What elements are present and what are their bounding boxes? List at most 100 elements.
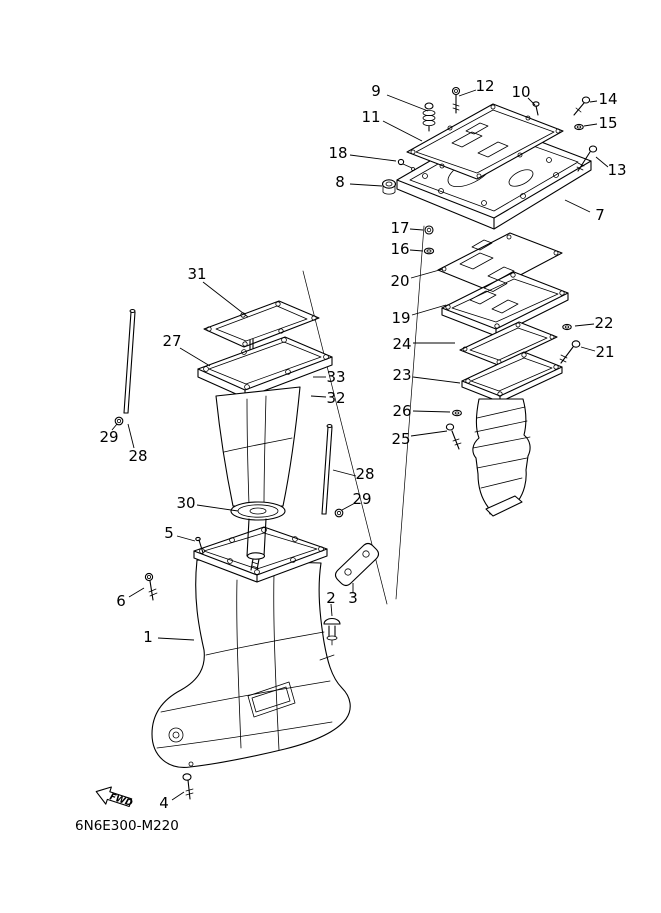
callout-16: 16 [390, 240, 409, 258]
leader-line-17 [409, 228, 424, 231]
fwd-arrow: FWD [95, 786, 134, 809]
fwd-label: FWD [108, 792, 134, 809]
callout-6: 6 [116, 592, 126, 610]
part-seal-30 [230, 501, 286, 521]
part-pin-5 [195, 536, 204, 554]
leader-line-1 [157, 637, 195, 641]
callout-26: 26 [392, 402, 411, 420]
callout-1: 1 [143, 628, 153, 646]
leader-line-28 [332, 469, 357, 477]
leader-line-31 [202, 281, 249, 318]
part-gasket-24 [459, 321, 558, 366]
part-bolt-21 [559, 340, 581, 364]
callout-28: 28 [355, 465, 374, 483]
callout-5: 5 [164, 524, 174, 542]
part-washer-29-right [334, 508, 344, 518]
callout-28: 28 [128, 447, 147, 465]
leader-line-15 [583, 123, 598, 127]
leader-line-21 [580, 346, 596, 352]
leader-line-11 [382, 120, 423, 142]
part-plug-2 [323, 618, 341, 646]
callout-20: 20 [390, 272, 409, 290]
part-top-gasket [406, 103, 564, 180]
diagram-artwork: FWD [95, 86, 598, 809]
callout-33: 33 [326, 368, 345, 386]
leader-line-29 [341, 502, 356, 511]
leader-line-6 [128, 587, 145, 598]
part-lower-casing [151, 526, 351, 768]
callout-3: 3 [348, 589, 358, 607]
leader-line-19 [411, 304, 447, 316]
part-plate-19 [441, 271, 569, 337]
callout-29: 29 [99, 428, 118, 446]
part-bolt-12 [451, 86, 461, 114]
part-washer-15 [574, 123, 584, 131]
callout-21: 21 [595, 343, 614, 361]
callout-14: 14 [598, 90, 617, 108]
part-plate-3 [334, 542, 380, 587]
callout-7: 7 [595, 206, 605, 224]
leader-line-13 [595, 156, 609, 168]
part-bolt-25 [445, 423, 462, 450]
leader-line-16 [409, 249, 424, 252]
part-washer-22 [562, 323, 572, 331]
leader-line-10 [527, 97, 536, 106]
callout-23: 23 [392, 366, 411, 384]
callout-31: 31 [187, 265, 206, 283]
callout-24: 24 [392, 335, 411, 353]
callout-27: 27 [162, 332, 181, 350]
part-bolt-14 [573, 96, 591, 116]
callout-13: 13 [607, 161, 626, 179]
callout-10: 10 [511, 83, 530, 101]
callout-30: 30 [176, 494, 195, 512]
callout-22: 22 [594, 314, 613, 332]
leader-line-18 [349, 154, 397, 162]
part-bolt-13 [576, 145, 598, 172]
callout-8: 8 [335, 173, 345, 191]
leader-line-22 [574, 323, 595, 327]
part-spring [422, 102, 436, 132]
callout-11: 11 [361, 108, 380, 126]
leader-line-14 [589, 100, 598, 103]
part-rod-left [123, 308, 136, 414]
callout-32: 32 [326, 389, 345, 407]
callout-29: 29 [352, 490, 371, 508]
leader-line-23 [412, 376, 461, 384]
leader-line-7 [564, 199, 591, 213]
leader-line-5 [176, 535, 196, 542]
leader-line-4 [171, 791, 185, 801]
callout-9: 9 [371, 82, 381, 100]
leader-line-20 [410, 268, 444, 279]
callout-2: 2 [326, 589, 336, 607]
callout-15: 15 [598, 114, 617, 132]
part-nut-17 [424, 225, 434, 235]
callout-19: 19 [391, 309, 410, 327]
leader-line-29 [111, 423, 118, 431]
leader-line-2 [330, 603, 333, 617]
callout-18: 18 [328, 144, 347, 162]
part-washer-26 [452, 409, 462, 417]
leader-line-28 [127, 423, 135, 449]
leader-line-32 [310, 395, 327, 398]
part-driveshaft [246, 518, 267, 571]
leader-line-8 [349, 183, 383, 187]
leader-line-9 [386, 94, 429, 112]
part-rod-right [321, 423, 333, 515]
part-bolt-6 [144, 572, 158, 601]
leader-line-30 [196, 504, 239, 512]
leader-line-26 [412, 410, 451, 413]
part-muffler-assembly [461, 351, 563, 517]
leader-line-25 [410, 430, 448, 437]
leader-line-27 [179, 347, 211, 367]
part-washer-16 [423, 247, 435, 255]
part-fitting-18 [397, 158, 415, 171]
part-washer-29-left [114, 416, 124, 426]
callout-4: 4 [159, 794, 169, 812]
part-grommet-8 [381, 179, 397, 195]
callout-12: 12 [475, 77, 494, 95]
callout-17: 17 [390, 219, 409, 237]
part-upper-casing [197, 336, 333, 507]
